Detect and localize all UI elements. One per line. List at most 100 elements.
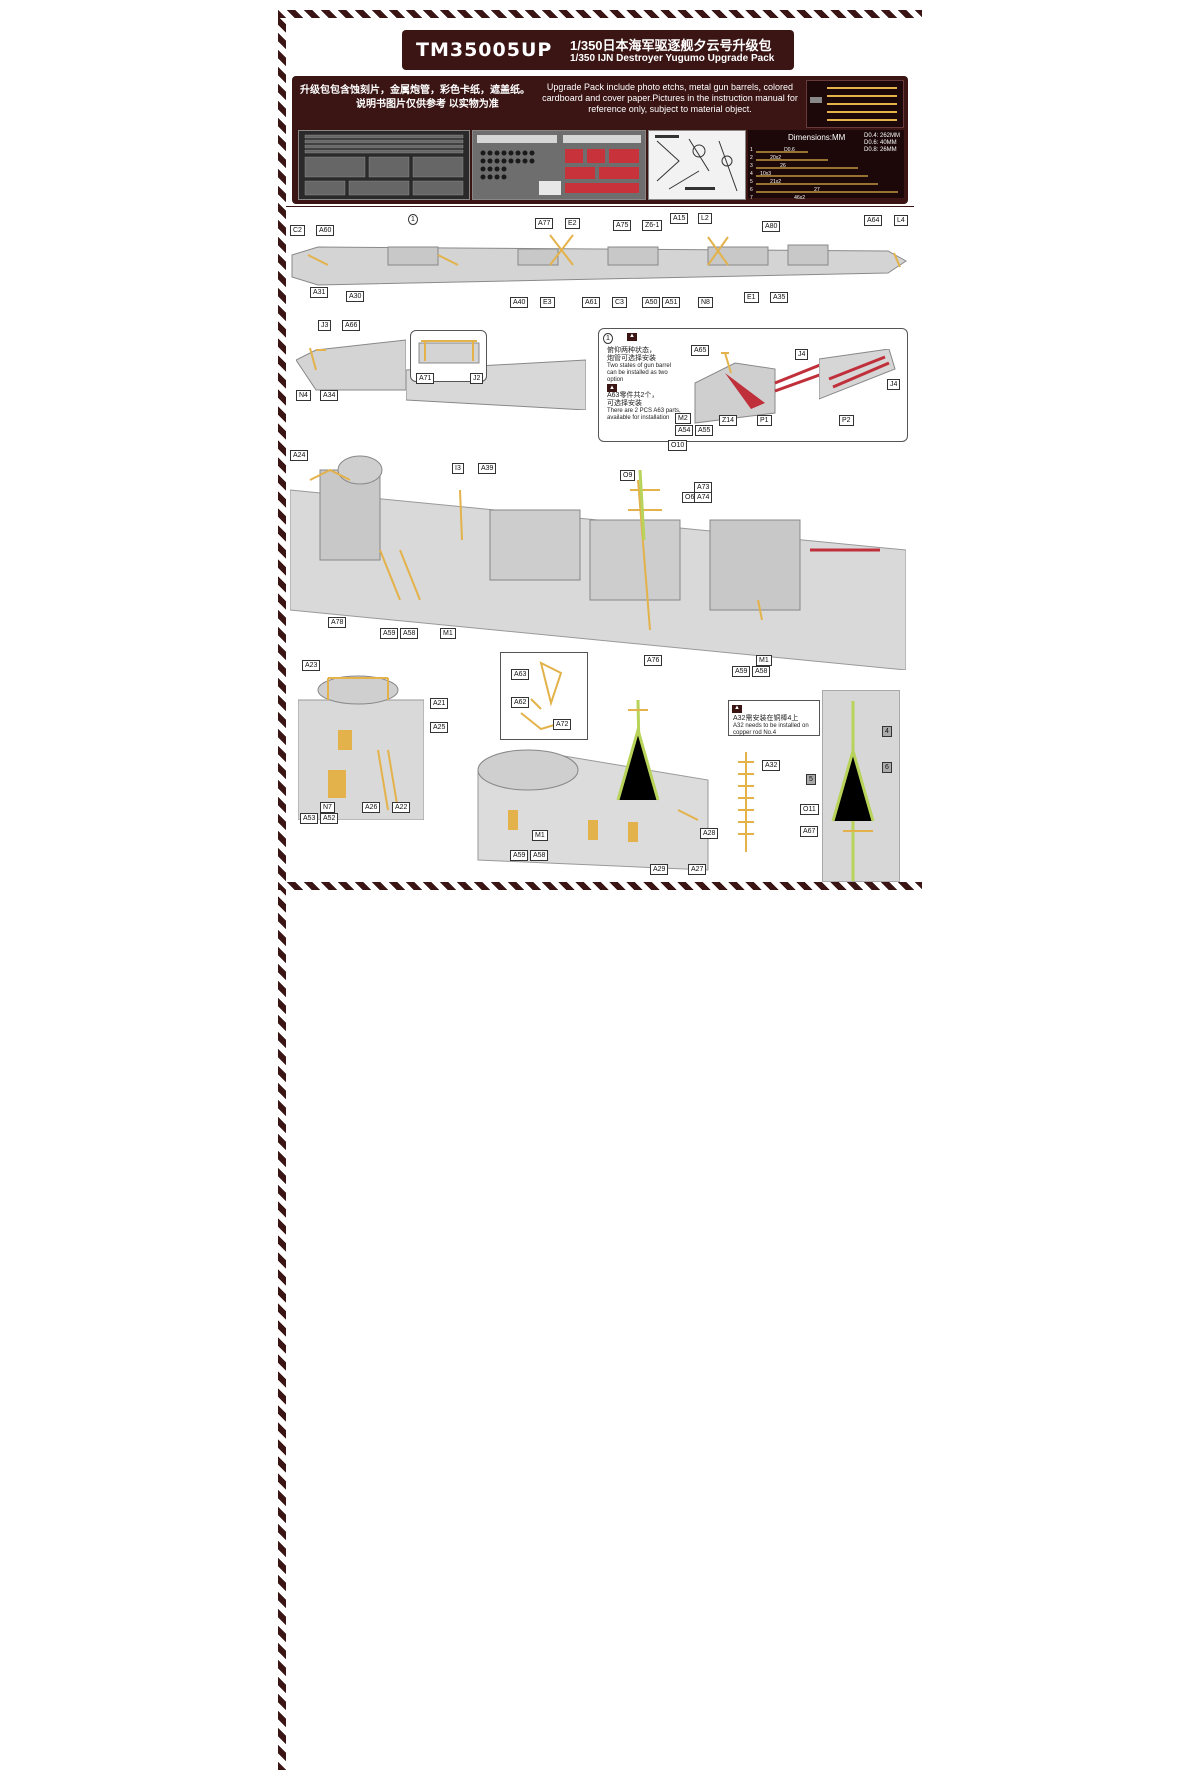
pe-sheet-2-art bbox=[477, 135, 641, 195]
label-a60: A60 bbox=[316, 225, 335, 236]
label-a78: A78 bbox=[328, 617, 347, 628]
label-j4b: J4 bbox=[887, 379, 901, 390]
label-m1b: M1 bbox=[756, 655, 772, 666]
cover-paper-art bbox=[655, 135, 738, 192]
label-a28: A28 bbox=[700, 828, 719, 839]
warning-icon-2: ▲ bbox=[607, 384, 617, 392]
gun-turret-art bbox=[694, 352, 826, 424]
spec-d04: D0.4: 262MM bbox=[863, 133, 900, 139]
label-a21: A21 bbox=[430, 698, 449, 709]
label-n4: N4 bbox=[296, 390, 311, 401]
row-label: 10x3 bbox=[760, 171, 772, 177]
contents-panel: 升级包包含蚀刻片，金属炮管，彩色卡纸，遮盖纸。 说明书图片仅供参考 以实物为准 … bbox=[292, 76, 908, 204]
row-num: 6 bbox=[750, 187, 753, 193]
label-a54: A54 bbox=[675, 425, 694, 436]
label-a76: A76 bbox=[644, 655, 663, 666]
dim-row-3: 3 26 bbox=[750, 162, 820, 170]
label-a31: A31 bbox=[310, 287, 329, 298]
pe-sheet-1-art bbox=[304, 134, 464, 196]
label-a26: A26 bbox=[362, 802, 381, 813]
label-m2: M2 bbox=[675, 413, 691, 424]
label-rod-4: 4 bbox=[882, 726, 892, 737]
dimensions-panel: Dimensions:MM D0.4: 262MM D0.6: 40MM D0.… bbox=[748, 130, 904, 201]
a32-note-panel: ▲ A32需安装在铜棒4上 A32 needs to be installed … bbox=[728, 700, 820, 736]
border-bottom bbox=[278, 882, 922, 890]
label-e2: E2 bbox=[565, 218, 580, 229]
label-a27: A27 bbox=[688, 864, 707, 875]
bridge-detail-view bbox=[298, 675, 424, 820]
row-num: 5 bbox=[750, 179, 753, 185]
bow-detail-view bbox=[296, 339, 406, 391]
dim-row-4: 4 10x3 bbox=[750, 170, 820, 178]
label-a58b: A58 bbox=[752, 666, 771, 677]
photo-etch-sheet-1 bbox=[298, 130, 470, 200]
dimension-specs: D0.4: 262MM D0.6: 40MM D0.8: 26MM bbox=[864, 133, 900, 154]
mast-closeup-art bbox=[831, 701, 875, 881]
border-left bbox=[278, 10, 286, 890]
title-banner: TM35005UP 1/350日本海军驱逐舰夕云号升级包 1/350 IJN D… bbox=[402, 30, 794, 70]
dimension-rows: 1 D0.6 2 20x2 3 26 4 10x3 5 21x2 6 27 7 … bbox=[750, 146, 820, 202]
label-a53: A53 bbox=[300, 813, 319, 824]
row-label: 20x2 bbox=[770, 155, 782, 161]
label-a40: A40 bbox=[510, 297, 529, 308]
label-c3: C3 bbox=[612, 297, 627, 308]
label-p2: P2 bbox=[839, 415, 854, 426]
label-a58: A58 bbox=[400, 628, 419, 639]
label-a39: A39 bbox=[478, 463, 497, 474]
label-circle-1b: 1 bbox=[603, 333, 613, 344]
gun-note-en1: Two states of gun barrel can be installe… bbox=[607, 363, 672, 383]
label-a75: A75 bbox=[613, 220, 632, 231]
label-p1: P1 bbox=[757, 415, 772, 426]
intro-cn-line2: 说明书图片仅供参考 以实物为准 bbox=[356, 99, 499, 110]
label-l2: L2 bbox=[698, 213, 712, 224]
rod-2 bbox=[827, 95, 897, 97]
rod-label-icon bbox=[810, 97, 822, 103]
row-num: 7 bbox=[750, 195, 753, 201]
label-i3: I3 bbox=[452, 463, 464, 474]
label-n8: N8 bbox=[698, 297, 713, 308]
row-label: 26 bbox=[780, 163, 786, 169]
row-label: 27 bbox=[814, 187, 820, 193]
dim-row-5: 5 21x2 bbox=[750, 178, 820, 186]
label-o11: O11 bbox=[800, 804, 819, 815]
label-o9: O9 bbox=[620, 470, 636, 481]
row-num: 1 bbox=[750, 147, 753, 153]
spec-d06: D0.6: 40MM bbox=[863, 140, 897, 146]
rod-5 bbox=[827, 119, 897, 121]
label-a24: A24 bbox=[290, 450, 309, 461]
row-num: 4 bbox=[750, 171, 753, 177]
brass-rods-preview bbox=[806, 80, 904, 128]
warning-icon-3: ▲ bbox=[732, 705, 742, 713]
label-c2: C2 bbox=[290, 225, 305, 236]
bow-inset-art bbox=[418, 340, 480, 364]
row-label: D0.6 bbox=[784, 147, 795, 153]
gun-note-cn2: 炮管可选择安装 bbox=[607, 355, 656, 362]
label-a77: A77 bbox=[535, 218, 554, 229]
label-a65: A65 bbox=[691, 345, 710, 356]
instruction-sheet: TM35005UP 1/350日本海军驱逐舰夕云号升级包 1/350 IJN D… bbox=[278, 10, 922, 1770]
rod-dimension-diagram bbox=[756, 151, 898, 193]
gun-note-cn4: 可选择安装 bbox=[607, 400, 642, 407]
border-top bbox=[278, 10, 922, 18]
label-o10: O10 bbox=[668, 440, 688, 451]
intro-english: Upgrade Pack include photo etchs, metal … bbox=[542, 82, 798, 114]
ship-top-view bbox=[291, 234, 907, 286]
label-circle-1: 1 bbox=[408, 214, 418, 225]
photo-etch-sheet-2 bbox=[472, 130, 646, 200]
label-a52: A52 bbox=[320, 813, 339, 824]
label-j3: J3 bbox=[318, 320, 332, 331]
border-right bbox=[278, 890, 286, 1770]
dimensions-title: Dimensions:MM bbox=[788, 133, 846, 142]
product-code: TM35005UP bbox=[416, 39, 553, 61]
midship-view bbox=[290, 455, 906, 670]
label-a62: A62 bbox=[511, 697, 530, 708]
label-a22: A22 bbox=[392, 802, 411, 813]
label-m1: M1 bbox=[440, 628, 456, 639]
label-a55: A55 bbox=[695, 425, 714, 436]
dim-row-2: 2 20x2 bbox=[750, 154, 820, 162]
label-a71: A71 bbox=[416, 373, 435, 384]
label-a15: A15 bbox=[670, 213, 689, 224]
label-a59c: A59 bbox=[510, 850, 529, 861]
dim-row-6: 6 27 bbox=[750, 186, 820, 194]
label-a61: A61 bbox=[582, 297, 601, 308]
